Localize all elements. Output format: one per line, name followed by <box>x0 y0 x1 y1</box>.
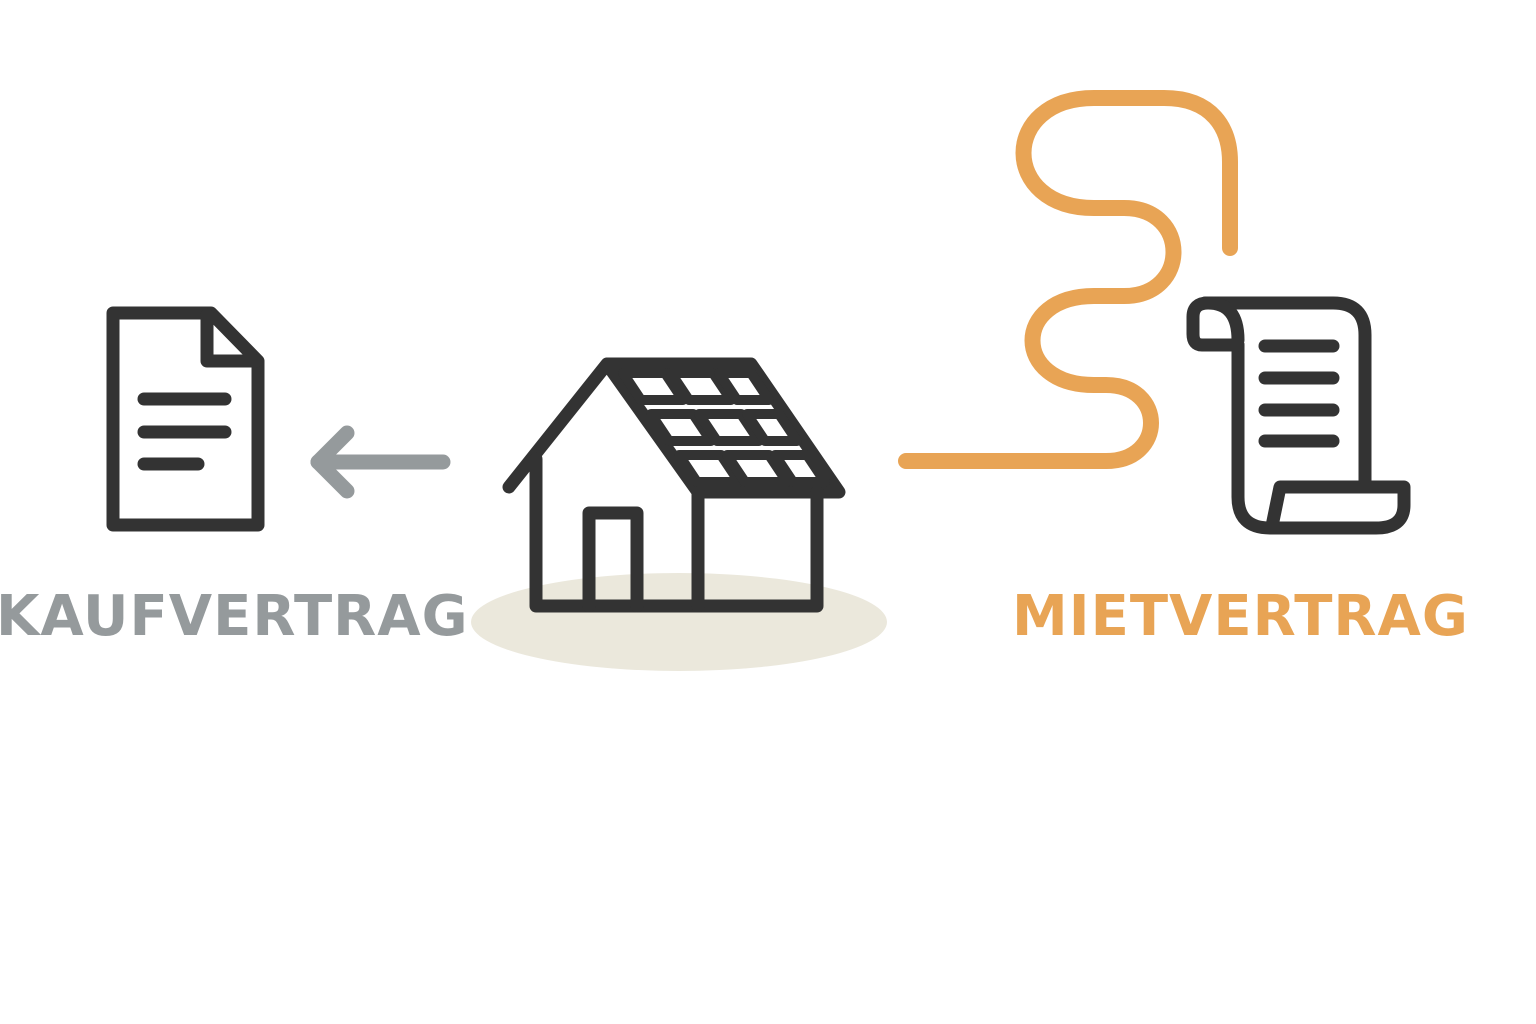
scroll-document-icon <box>1186 296 1411 535</box>
solar-panels <box>618 368 830 487</box>
ground-shadow <box>471 573 887 671</box>
winding-path-icon <box>898 90 1238 469</box>
document-icon <box>106 306 265 532</box>
purchase-contract-label: KAUFVERTRAG <box>0 584 469 649</box>
rental-contract-label: MIETVERTRAG <box>1012 584 1469 649</box>
arrow-left-icon <box>310 425 451 499</box>
house-with-solar-panels-icon <box>502 357 846 613</box>
